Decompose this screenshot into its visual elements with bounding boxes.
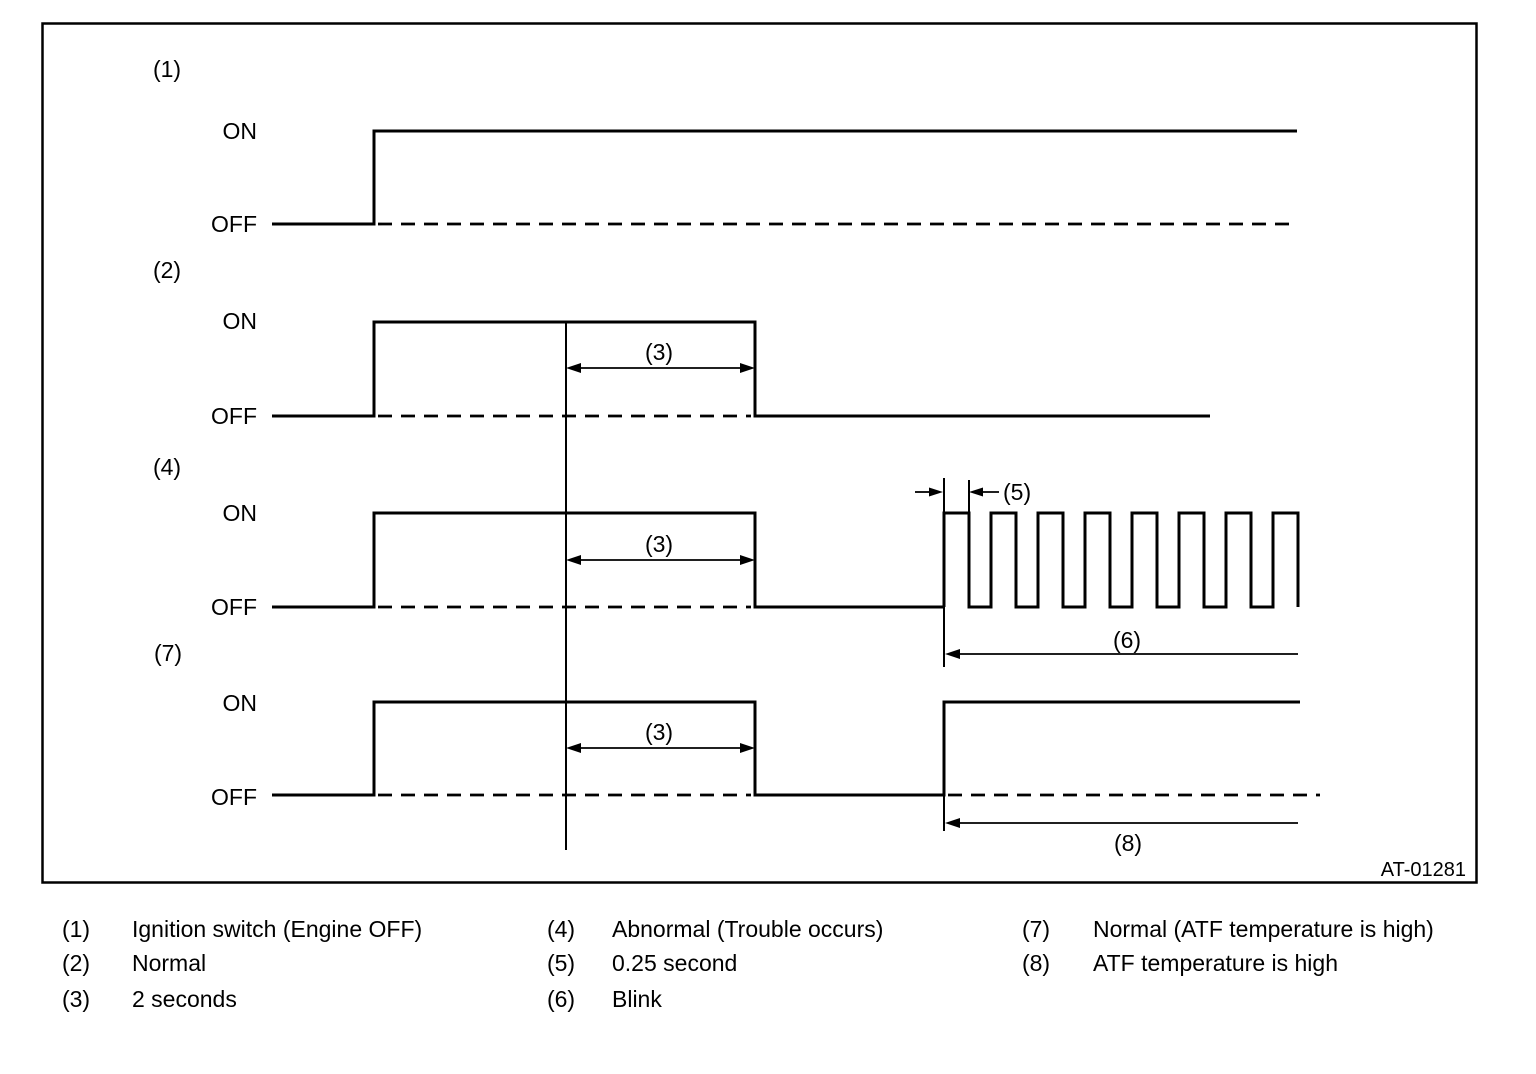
legend-ref: (6) — [547, 986, 575, 1012]
row-ref-ignition: (1) — [153, 56, 181, 82]
row-ref-normal: (2) — [153, 257, 181, 283]
legend-ref: (1) — [62, 916, 90, 942]
legend-label: 2 seconds — [132, 986, 237, 1012]
row-ref-normal-atf: (7) — [154, 640, 182, 666]
normal-waveform — [272, 320, 1210, 418]
arrowhead-right — [740, 743, 755, 753]
off-level-label: OFF — [211, 784, 257, 810]
figure-code: AT-01281 — [1381, 859, 1466, 881]
arrowhead-left — [566, 363, 581, 373]
arrowhead-left — [566, 555, 581, 565]
arrowhead-right — [929, 487, 943, 497]
blink-ref-label: (6) — [1113, 627, 1141, 653]
legend-ref: (2) — [62, 950, 90, 976]
signal-row-abnormal: (4) ON OFF (3) (5) — [153, 454, 1300, 667]
on-level-label: ON — [223, 690, 258, 716]
normal-atf-waveform — [272, 700, 1300, 797]
arrowhead-left — [969, 487, 983, 497]
two-seconds-dimension-abnormal: (3) — [566, 531, 755, 565]
off-level-label: OFF — [211, 403, 257, 429]
arrowhead-left — [945, 818, 960, 828]
arrowhead-right — [740, 363, 755, 373]
legend-label: Normal — [132, 950, 206, 976]
off-level-label: OFF — [211, 211, 257, 237]
row-ref-abnormal: (4) — [153, 454, 181, 480]
two-seconds-ref-label: (3) — [645, 719, 673, 745]
on-level-label: ON — [223, 308, 258, 334]
legend-ref: (4) — [547, 916, 575, 942]
legend-label: Abnormal (Trouble occurs) — [612, 916, 883, 942]
legend-ref: (7) — [1022, 916, 1050, 942]
legend-ref: (3) — [62, 986, 90, 1012]
quarter-second-dimension: (5) — [915, 479, 1031, 505]
signal-row-ignition: (1) ON OFF — [153, 56, 1297, 237]
ignition-waveform — [272, 129, 1297, 226]
on-level-label: ON — [223, 500, 258, 526]
atf-high-span-annotation: (8) — [945, 818, 1298, 856]
signal-row-normal-atf: (7) ON OFF (3) (8) — [154, 640, 1320, 856]
two-seconds-dimension-normal: (3) — [566, 339, 755, 373]
arrowhead-left — [945, 649, 960, 659]
on-level-label: ON — [223, 118, 258, 144]
signal-row-normal: (2) ON OFF (3) — [153, 257, 1210, 429]
abnormal-waveform-initial-pulse — [272, 511, 944, 609]
blink-pulse-train — [942, 511, 1300, 609]
two-seconds-ref-label: (3) — [645, 531, 673, 557]
two-seconds-dimension-normal-atf: (3) — [566, 719, 755, 753]
arrowhead-left — [566, 743, 581, 753]
legend-ref: (5) — [547, 950, 575, 976]
legend: (1) Ignition switch (Engine OFF) (2) Nor… — [62, 916, 1434, 1012]
atf-high-ref-label: (8) — [1114, 830, 1142, 856]
legend-label: 0.25 second — [612, 950, 737, 976]
legend-label: ATF temperature is high — [1093, 950, 1338, 976]
blink-span-annotation: (6) — [945, 627, 1298, 659]
legend-label: Blink — [612, 986, 662, 1012]
legend-label: Normal (ATF temperature is high) — [1093, 916, 1434, 942]
off-level-label: OFF — [211, 594, 257, 620]
legend-label: Ignition switch (Engine OFF) — [132, 916, 422, 942]
legend-ref: (8) — [1022, 950, 1050, 976]
arrowhead-right — [740, 555, 755, 565]
quarter-second-ref-label: (5) — [1003, 479, 1031, 505]
figure-border — [41, 22, 1478, 884]
two-seconds-ref-label: (3) — [645, 339, 673, 365]
